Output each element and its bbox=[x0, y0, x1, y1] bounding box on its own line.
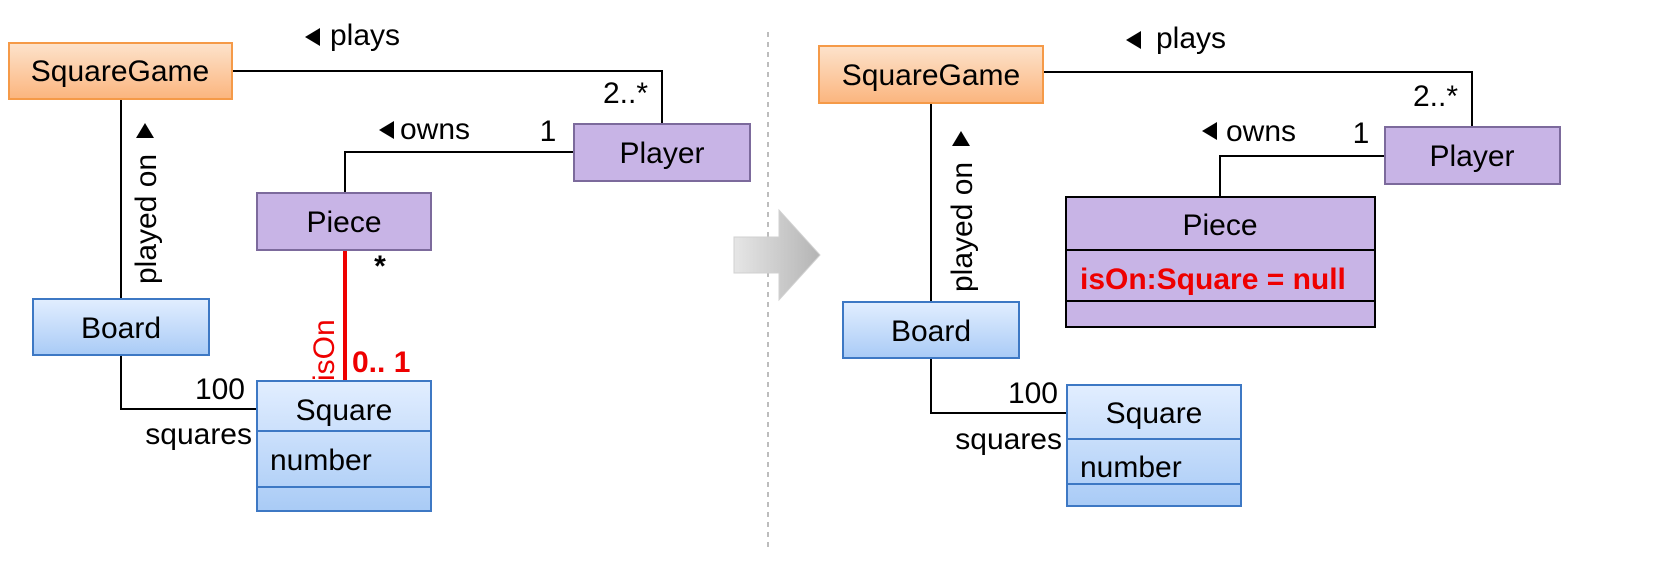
piece-multiplicity: * bbox=[374, 250, 386, 283]
piece-class bbox=[1065, 196, 1376, 328]
plays-direction-arrow bbox=[305, 28, 320, 46]
played-on-direction-arrow bbox=[952, 131, 970, 146]
piece-label: Piece bbox=[306, 206, 381, 239]
square-game-class bbox=[8, 42, 233, 100]
square-attribute-number: number bbox=[270, 444, 372, 477]
owns-multiplicity: 1 bbox=[1353, 117, 1370, 150]
plays-association-line bbox=[1043, 71, 1473, 127]
square-label: Square bbox=[296, 394, 393, 427]
is-on-multiplicity: 0.. 1 bbox=[352, 346, 410, 379]
played-on-label: played on bbox=[946, 162, 979, 292]
is-on-role-label: isOn bbox=[308, 319, 341, 381]
owns-label: owns bbox=[400, 113, 470, 146]
squares-association-line bbox=[120, 355, 257, 410]
square-label: Square bbox=[1106, 397, 1203, 430]
square-game-label: SquareGame bbox=[842, 59, 1020, 92]
left-diagram: SquareGame Player Piece Board Square num… bbox=[8, 19, 751, 512]
board-class bbox=[32, 298, 210, 356]
owns-association-line bbox=[344, 151, 574, 193]
plays-label: plays bbox=[1156, 22, 1226, 55]
squares-role-label: squares bbox=[145, 418, 252, 451]
player-class bbox=[1384, 126, 1561, 185]
piece-label: Piece bbox=[1182, 209, 1257, 242]
piece-attribute-is-on: isOn:Square = null bbox=[1080, 263, 1346, 296]
plays-association-line bbox=[232, 70, 663, 124]
owns-direction-arrow bbox=[1202, 122, 1217, 140]
squares-multiplicity: 100 bbox=[195, 373, 245, 406]
player-label: Player bbox=[1429, 140, 1514, 173]
plays-label: plays bbox=[330, 19, 400, 52]
board-class bbox=[842, 301, 1020, 359]
played-on-direction-arrow bbox=[136, 123, 154, 138]
right-diagram: SquareGame Player Piece isOn:Square = nu… bbox=[818, 22, 1561, 507]
square-game-class bbox=[818, 45, 1044, 104]
square-attribute-number: number bbox=[1080, 451, 1182, 484]
squares-multiplicity: 100 bbox=[1008, 377, 1058, 410]
transition-arrow-icon bbox=[733, 208, 821, 302]
board-label: Board bbox=[81, 312, 161, 345]
owns-association-line bbox=[1219, 155, 1385, 197]
plays-multiplicity: 2..* bbox=[603, 77, 648, 110]
square-class bbox=[256, 380, 432, 512]
owns-label: owns bbox=[1226, 115, 1296, 148]
owns-multiplicity: 1 bbox=[540, 115, 557, 148]
board-label: Board bbox=[891, 315, 971, 348]
square-class bbox=[1066, 384, 1242, 507]
square-game-label: SquareGame bbox=[31, 55, 209, 88]
played-on-label: played on bbox=[130, 154, 163, 284]
piece-class bbox=[256, 192, 432, 251]
player-class bbox=[573, 123, 751, 182]
player-label: Player bbox=[619, 137, 704, 170]
plays-multiplicity: 2..* bbox=[1413, 80, 1458, 113]
squares-association-line bbox=[930, 358, 1067, 414]
owns-direction-arrow bbox=[379, 121, 394, 139]
squares-role-label: squares bbox=[955, 423, 1062, 456]
plays-direction-arrow bbox=[1126, 31, 1141, 49]
